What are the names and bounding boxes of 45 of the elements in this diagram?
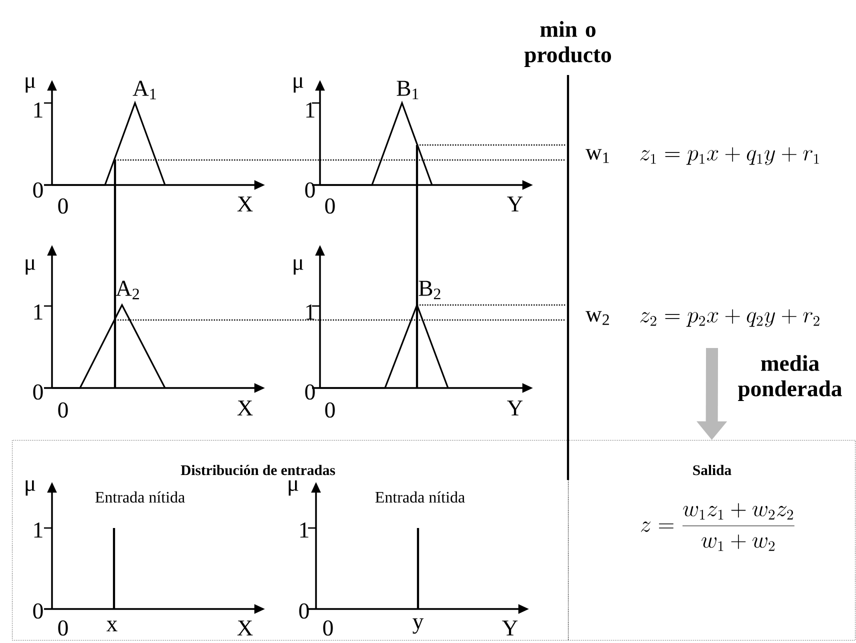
- formula: $z_2 = p_2x + q_2y + r_2$: [640, 309, 820, 327]
- axis-label: Y: [507, 400, 523, 416]
- heading: min o producto: [524, 21, 612, 67]
- edge-label: media ponderada: [738, 355, 842, 401]
- axis-label: Y: [502, 620, 518, 636]
- weight-label: w$_{2}$: [586, 311, 609, 325]
- set-label: B$_{2}$: [418, 280, 440, 300]
- set-label: A$_{1}$: [132, 80, 156, 100]
- tick-label: 1: [34, 522, 42, 538]
- tick-label: 0: [305, 182, 315, 198]
- tick-label: y: [412, 618, 424, 634]
- axis-label: X: [237, 620, 253, 636]
- tick-label: 1: [306, 304, 314, 320]
- tick-label: 0: [325, 198, 335, 214]
- axis-label: μ: [26, 259, 36, 275]
- panel: Salida $z = \frac{w_1z_1 + w_2z_2}{w_1 + w_2}$: [568, 440, 856, 641]
- axis-label: μ: [294, 259, 304, 275]
- axis-label: μ: [26, 480, 36, 496]
- tick-label: 0: [58, 198, 68, 214]
- tick-label: 0: [325, 402, 335, 418]
- tick-label: 1: [306, 102, 314, 118]
- tick-label: 0: [305, 384, 315, 400]
- tick-label: 0: [323, 620, 333, 636]
- tick-label: 1: [34, 304, 42, 320]
- tick-label: 1: [34, 102, 42, 118]
- tick-label: 0: [33, 384, 43, 400]
- axis-label: μ: [288, 480, 298, 496]
- tick-label: 0: [33, 603, 43, 619]
- weight-label: w$_{1}$: [586, 149, 609, 163]
- tick-label: 0: [299, 603, 309, 619]
- axis-label: X: [237, 400, 253, 416]
- formula: $z_1 = p_1x + q_1y + r_1$: [640, 147, 819, 165]
- axis-label: μ: [294, 77, 304, 93]
- tick-label: 0: [33, 182, 43, 198]
- tick-label: 1: [300, 522, 308, 538]
- tick-label: 0: [58, 620, 68, 636]
- plot-caption: Entrada nítida: [375, 491, 465, 503]
- tick-label: 0: [58, 402, 68, 418]
- axis-label: Y: [507, 196, 523, 212]
- axis-label: X: [237, 196, 253, 212]
- plot-caption: Entrada nítida: [95, 491, 185, 503]
- set-label: A$_{2}$: [116, 280, 139, 300]
- tick-label: x: [106, 620, 118, 632]
- axis-label: μ: [26, 77, 36, 93]
- set-label: B$_{1}$: [396, 80, 418, 100]
